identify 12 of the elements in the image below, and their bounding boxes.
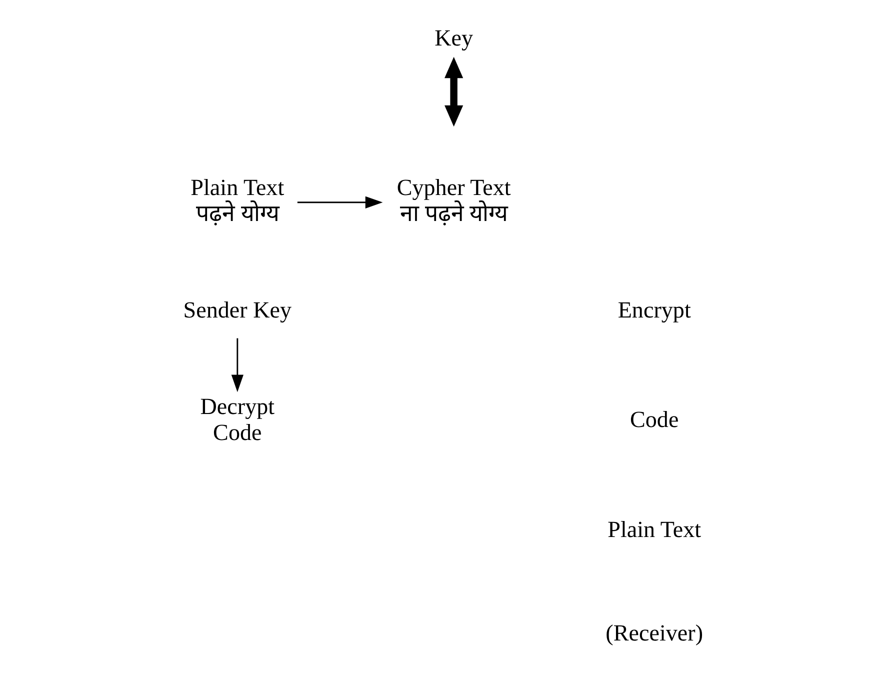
label: Code	[630, 406, 679, 432]
node-text: Key	[434, 24, 474, 50]
label: Plain Text	[608, 516, 702, 542]
node-text: Sender Key	[183, 296, 292, 323]
label: (Receiver)	[606, 620, 704, 646]
node-text: Cypher Text ना पढ़ने योग्य	[396, 174, 511, 226]
node-text: Decrypt Code	[200, 393, 275, 446]
label: Encrypt	[618, 296, 691, 323]
arrow	[297, 196, 383, 208]
node-text: Plain Text पढ़ने योग्य	[190, 174, 284, 226]
arrow	[231, 338, 244, 392]
arrow	[444, 56, 464, 127]
